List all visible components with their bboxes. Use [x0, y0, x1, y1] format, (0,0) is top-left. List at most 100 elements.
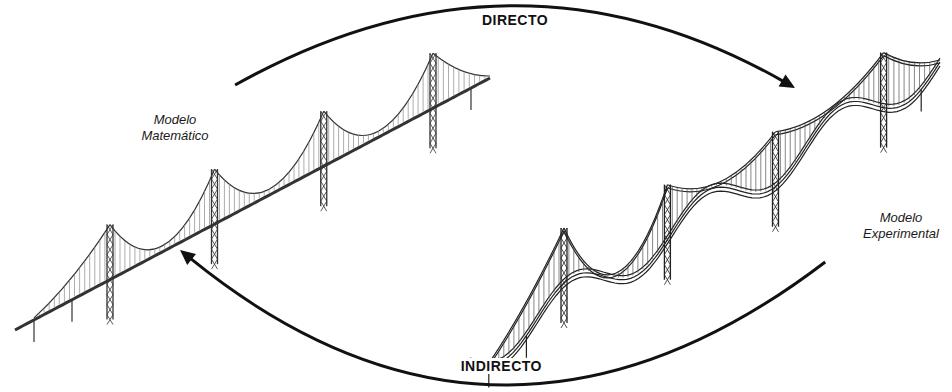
bridge-hanger [284, 178, 285, 186]
bridge-hanger [623, 269, 624, 278]
bridge-hanger [755, 155, 756, 192]
bridge-hanger [104, 232, 105, 280]
bridge-hanger [543, 269, 544, 307]
bridge-hanger [423, 75, 424, 112]
bridge-hanger [750, 160, 751, 192]
bridge-pier [526, 336, 527, 358]
bridge-hanger [814, 118, 815, 132]
bridge-hanger [244, 192, 245, 206]
bridge-cable [489, 231, 564, 366]
bridge-hanger [568, 238, 569, 277]
bridge-hanger [249, 193, 250, 204]
bridge-hanger [859, 82, 860, 100]
bridge-cable [667, 132, 775, 189]
bridge-tower [107, 225, 113, 325]
bridge-hanger [313, 133, 314, 170]
bridge-hanger [549, 259, 550, 299]
bridge-hanger [418, 84, 419, 114]
bridge-hanger [199, 201, 200, 230]
arrow-arc [190, 258, 825, 385]
bridge-hanger [469, 73, 470, 87]
bridge-hanger [503, 340, 504, 358]
bridge-hanger [149, 250, 150, 257]
bridge-hanger [343, 130, 344, 154]
bridge-hanger [308, 142, 309, 172]
bridge-hanger [303, 151, 304, 175]
bridge-hanger [298, 159, 299, 178]
bridge-hanger [692, 189, 693, 202]
bridge-hanger [373, 133, 374, 138]
bridge-hanger [716, 183, 717, 185]
bridge-pier [33, 320, 34, 342]
bridge-hanger [484, 76, 485, 79]
bridge-hanger [765, 144, 766, 190]
bridge-hanger [613, 274, 614, 277]
bridge-hanger [554, 249, 555, 292]
bridge-cable [564, 188, 667, 278]
bridge-hanger [583, 261, 584, 271]
bridge-hanger [844, 97, 845, 102]
bridge-hanger [868, 71, 869, 102]
bridge-hanger [819, 115, 820, 124]
bridge-hanger [393, 120, 394, 128]
bridge-hanger [696, 189, 697, 197]
bridge-hanger [234, 188, 235, 212]
bridge-hanger [795, 127, 796, 162]
bridge-hanger [863, 77, 864, 101]
bridge-hanger [269, 189, 270, 193]
bridge-hanger [538, 279, 539, 315]
bridge-hanger [578, 255, 579, 273]
bridge-hanger [219, 175, 220, 220]
bridge-cable [884, 53, 940, 63]
bridge-hanger [64, 286, 65, 301]
bridge-hanger [289, 172, 290, 182]
bridge-hanger [741, 169, 742, 190]
model-name: Modelo Experimental [856, 210, 946, 242]
bridge-hanger [259, 193, 260, 199]
bridge-hanger [84, 261, 85, 291]
bridge-hanger [513, 324, 514, 350]
bridge-hanger [711, 185, 712, 187]
bridge-tower [773, 132, 779, 232]
bridge-hanger [721, 181, 722, 185]
bridge-tower [321, 111, 327, 211]
bridge-hanger [159, 247, 160, 251]
bridge-hanger [39, 313, 40, 315]
bridge-hanger [878, 59, 879, 104]
bridge-hanger [79, 268, 80, 294]
bridge-hanger [189, 218, 190, 236]
bridge-cable [667, 135, 775, 192]
bridge-hanger [115, 231, 116, 275]
bridge-cable [433, 53, 490, 76]
bridge-hanger [358, 135, 359, 146]
bridge-hanger [508, 332, 509, 355]
bridge-hanger [443, 61, 444, 101]
bridge-hanger [438, 57, 439, 103]
bridge-hanger [873, 65, 874, 103]
bridge-hanger [69, 280, 70, 299]
bridge-hanger [893, 58, 894, 107]
bridge-hanger [904, 61, 905, 103]
bridge-hanger [224, 180, 225, 217]
bridge-hanger [353, 134, 354, 148]
bridge-hanger [824, 112, 825, 118]
bridge-hanger [731, 176, 732, 187]
bridge-hanger [164, 244, 165, 248]
arrow-label: INDIRECTO [457, 358, 546, 374]
bridge-hanger [829, 109, 830, 113]
bridge-model [15, 53, 490, 342]
bridge-hanger [318, 122, 319, 167]
bridge-hanger [934, 61, 935, 68]
bridge-hanger [124, 241, 125, 270]
curved-arrow [180, 250, 825, 385]
bridge-tower [212, 169, 218, 269]
bridge-hanger [701, 188, 702, 193]
bridge-cable [324, 53, 433, 135]
bridge-hanger [533, 288, 534, 322]
bridge-hanger [120, 236, 121, 272]
bridge-hanger [458, 70, 459, 93]
bridge-hanger [179, 231, 180, 240]
bridge-hanger [652, 224, 653, 259]
bridge-hanger [294, 166, 295, 180]
bridge-hanger [333, 122, 334, 159]
